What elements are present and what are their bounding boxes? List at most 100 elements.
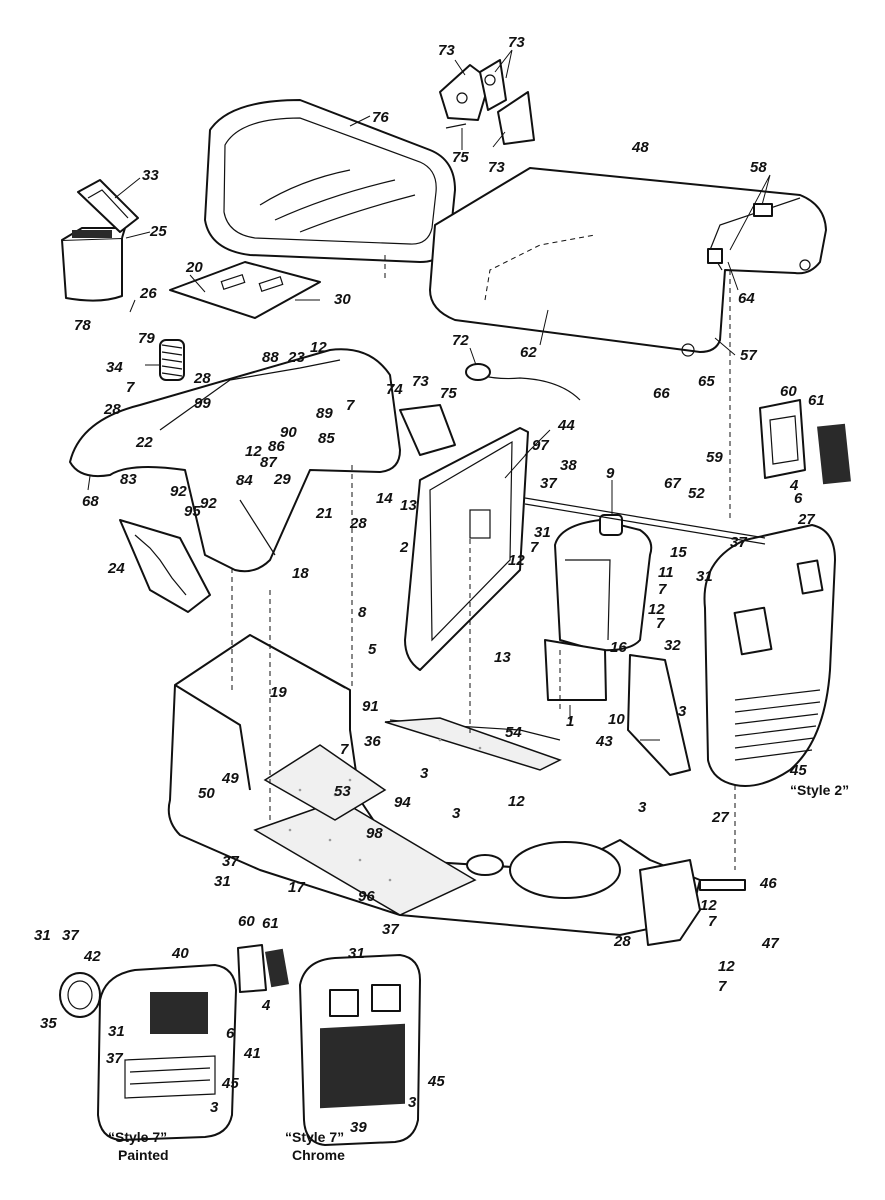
callout-65-c65: 65 — [698, 373, 715, 390]
callout-7-c7b: 7 — [126, 379, 135, 396]
callout-26-c26: 26 — [139, 285, 157, 302]
callout-37-c37d: 37 — [382, 921, 399, 938]
callout-67-c67: 67 — [664, 475, 681, 492]
control-cable — [465, 347, 581, 401]
callout-91-c91: 91 — [362, 698, 379, 715]
fuel-tank — [554, 480, 653, 652]
grille-style-7-painted — [59, 944, 289, 1141]
callout-10-c10: 10 — [608, 711, 625, 728]
callout-5-c5: 5 — [368, 641, 377, 658]
caption-style-7-painted-2: Painted — [118, 1147, 169, 1163]
callout-92-c92b: 92 — [200, 495, 217, 512]
callout-19-c19: 19 — [270, 684, 287, 701]
callout-6-c6b: 6 — [226, 1025, 235, 1042]
callout-87-c87: 87 — [260, 454, 277, 471]
callout-37-c37b: 37 — [730, 534, 747, 551]
seat-adjuster — [439, 49, 535, 150]
callout-41-c41: 41 — [243, 1045, 261, 1062]
callout-1-c1: 1 — [566, 713, 574, 730]
callout-73-c73b: 73 — [508, 34, 525, 51]
callout-73-c73a: 73 — [438, 42, 455, 59]
callout-16-c16: 16 — [610, 639, 627, 656]
callout-7-c7g: 7 — [708, 913, 717, 930]
callout-9-c9: 9 — [606, 465, 615, 482]
callout-13-c13b: 13 — [494, 649, 511, 666]
callout-29-c29: 29 — [273, 471, 291, 488]
callout-92-c92a: 92 — [170, 483, 187, 500]
callout-84-c84: 84 — [236, 472, 253, 489]
caption-style-7-chrome-1: “Style 7” — [285, 1129, 344, 1145]
callout-45-c45a: 45 — [789, 762, 807, 779]
callout-54-c54: 54 — [505, 724, 522, 741]
callout-33-c33: 33 — [142, 167, 159, 184]
callout-61-c61a: 61 — [808, 392, 825, 409]
callout-17-c17: 17 — [288, 879, 305, 896]
callout-7-c7a: 7 — [346, 397, 355, 414]
callout-45-c45b: 45 — [221, 1075, 239, 1092]
callout-96-c96: 96 — [358, 888, 375, 905]
caption-style-7-painted-1: “Style 7” — [108, 1129, 167, 1145]
callout-34-c34: 34 — [106, 359, 123, 376]
callout-95-c95: 95 — [184, 503, 201, 520]
callout-73-c73c: 73 — [488, 159, 505, 176]
callout-3-c3b: 3 — [420, 765, 429, 782]
callout-73-c73d: 73 — [412, 373, 429, 390]
callout-89-c89: 89 — [316, 405, 333, 422]
headlight-upper — [759, 399, 851, 485]
callout-2-c2: 2 — [399, 539, 409, 556]
callout-12-c12a: 12 — [310, 339, 327, 356]
callout-18-c18: 18 — [292, 565, 309, 582]
callout-60-c60a: 60 — [780, 383, 797, 400]
callout-76-c76: 76 — [372, 109, 389, 126]
foot-mats — [253, 717, 562, 916]
callout-13-c13a: 13 — [400, 497, 417, 514]
fender-strip — [119, 519, 211, 613]
callout-8-c8: 8 — [358, 604, 367, 621]
callout-39-c39: 39 — [350, 1119, 367, 1136]
dash-panel — [399, 404, 551, 671]
callout-22-c22: 22 — [135, 434, 153, 451]
tank-bracket — [544, 639, 691, 776]
callout-37-c37e: 37 — [62, 927, 79, 944]
callout-31-c31c: 31 — [214, 873, 231, 890]
callout-75-c75b: 75 — [440, 385, 457, 402]
callout-23-c23: 23 — [287, 349, 305, 366]
callout-7-c7d: 7 — [658, 581, 667, 598]
callout-12-c12g: 12 — [718, 958, 735, 975]
callout-11-c11: 11 — [658, 564, 674, 581]
callout-15-c15: 15 — [670, 544, 687, 561]
callout-98-c98: 98 — [366, 825, 383, 842]
callout-32-c32: 32 — [664, 637, 681, 654]
callout-52-c52: 52 — [688, 485, 705, 502]
callout-7-c7f: 7 — [340, 741, 349, 758]
callout-47-c47: 47 — [761, 935, 779, 952]
callout-27-c27b: 27 — [711, 809, 729, 826]
callout-72-c72: 72 — [452, 332, 469, 349]
captions: “Style 2” “Style 7” Painted “Style 7” Ch… — [108, 782, 849, 1163]
seat-plate — [129, 261, 321, 319]
callout-12-c12c: 12 — [508, 552, 525, 569]
callout-20-c20: 20 — [185, 259, 203, 276]
seat — [204, 99, 456, 263]
callout-31-c31e: 31 — [34, 927, 51, 944]
fender — [69, 348, 401, 573]
callout-62-c62: 62 — [520, 344, 537, 361]
callout-36-c36: 36 — [364, 733, 381, 750]
callout-66-c66: 66 — [653, 385, 670, 402]
callout-61-c61b: 61 — [262, 915, 279, 932]
callout-85-c85: 85 — [318, 430, 335, 447]
callout-48-c48: 48 — [631, 139, 649, 156]
callout-68-c68: 68 — [82, 493, 99, 510]
callout-40-c40: 40 — [171, 945, 189, 962]
rod — [524, 497, 766, 545]
callout-28-c28c: 28 — [349, 515, 367, 532]
callout-12-c12d: 12 — [648, 601, 665, 618]
callout-12-c12e: 12 — [508, 793, 525, 810]
callout-42-c42: 42 — [83, 948, 101, 965]
callout-28-c28a: 28 — [193, 370, 211, 387]
callout-31-c31b: 31 — [696, 568, 713, 585]
callout-28-c28d: 28 — [613, 933, 631, 950]
callout-37-c37c: 37 — [222, 853, 239, 870]
